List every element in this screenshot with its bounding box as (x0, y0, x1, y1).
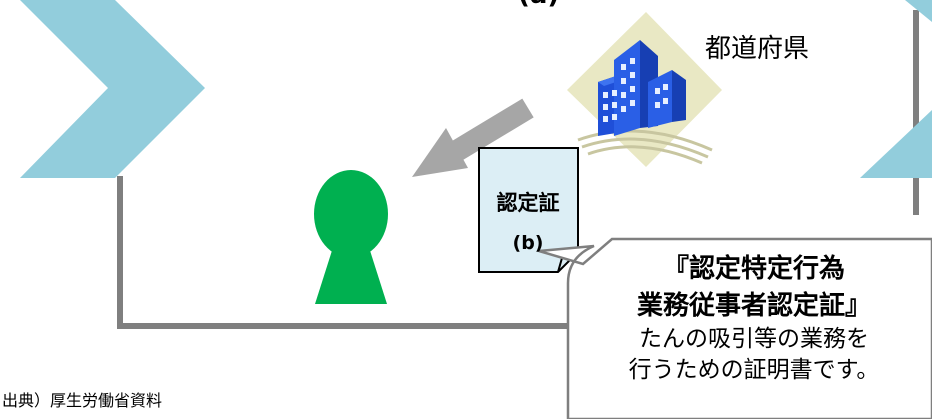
arrow-left-down-icon (412, 98, 534, 177)
source-note: 出典）厚生労働省資料 (2, 391, 163, 410)
callout-title-line1: 『認定特定行為 (662, 254, 845, 284)
certificate-title: 認定証 (496, 191, 560, 215)
callout-desc-line1: たんの吸引等の業務を (639, 326, 869, 352)
certificate-code: (b) (512, 232, 544, 254)
person-icon (314, 170, 388, 304)
frame-outline (117, 176, 590, 329)
right-chevron-lower-shape (860, 110, 932, 178)
callout-bubble (538, 237, 932, 419)
office-building-icon (567, 12, 722, 167)
callout-text: 『認定特定行為 業務従事者認定証』 たんの吸引等の業務を 行うための証明書です。 (578, 252, 930, 386)
prefecture-label: 都道府県 (705, 34, 810, 64)
top-partial-label: (a) (518, 0, 559, 10)
callout-title-line2: 業務従事者認定証』 (636, 291, 871, 321)
right-chevron-top-shape (905, 0, 932, 22)
callout-desc-line2: 行うための証明書です。 (628, 357, 880, 383)
document-icon (478, 147, 579, 273)
left-chevron-shape (20, 0, 205, 178)
